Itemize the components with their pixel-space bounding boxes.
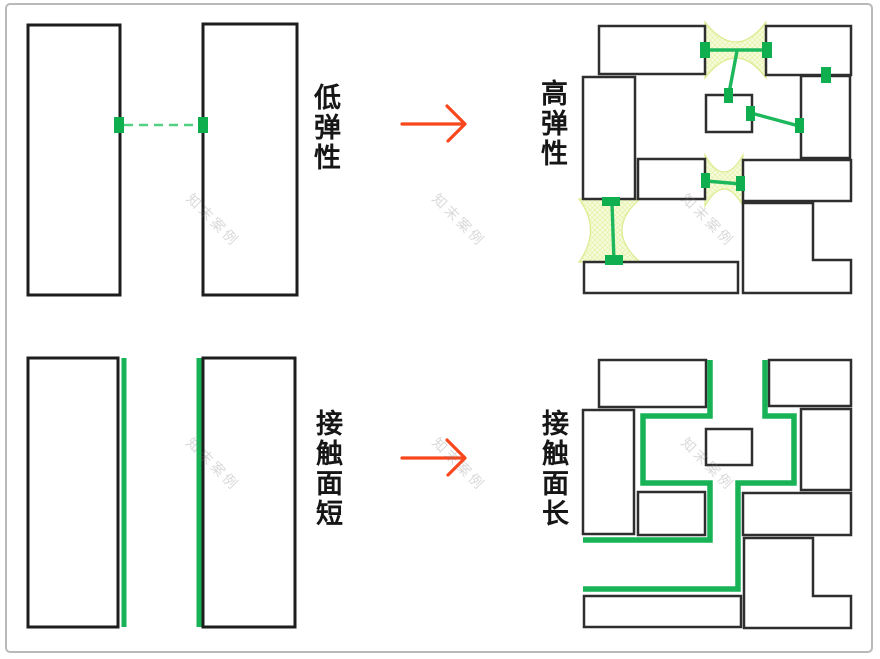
contact-surface-path <box>583 360 713 543</box>
connector-node <box>821 67 831 83</box>
connector-node <box>762 42 772 58</box>
block-rect <box>582 260 740 295</box>
connector-node <box>700 42 710 58</box>
arrow-right-icon <box>400 104 467 143</box>
block-rect <box>767 358 853 408</box>
block-rect <box>741 158 853 203</box>
label-high-elasticity: 高弹性 <box>537 79 568 169</box>
panel-low-elasticity <box>26 22 299 297</box>
outer-frame <box>5 3 873 653</box>
block-rect <box>26 356 120 629</box>
block-l-shape <box>741 201 853 295</box>
connector-line <box>750 111 800 128</box>
connector-node <box>114 117 124 133</box>
panel-long-contact <box>581 358 853 630</box>
block-rect <box>597 358 708 409</box>
block-rect <box>582 594 743 629</box>
block-rect <box>799 74 852 160</box>
connector-node <box>746 106 755 121</box>
block-rect <box>704 427 754 467</box>
connector-node <box>602 197 620 206</box>
block-rect <box>201 22 299 297</box>
block-rect <box>799 407 853 492</box>
connector-node <box>736 176 745 191</box>
arrow-right-icon <box>400 438 467 477</box>
connector-node <box>605 255 623 265</box>
block-rect <box>26 23 122 297</box>
block-rect <box>597 24 707 76</box>
connector-node <box>701 173 710 188</box>
block-rect <box>581 408 636 536</box>
connector-line <box>727 50 739 94</box>
contact-surface-path <box>583 360 797 592</box>
label-long-contact: 接触面长 <box>538 409 569 529</box>
block-rect <box>636 490 707 537</box>
panel-high-elasticity <box>577 20 853 295</box>
connector-line <box>610 202 616 262</box>
connector-node <box>198 117 208 133</box>
connector-node <box>795 118 804 133</box>
connector-line <box>705 179 742 186</box>
block-l-shape <box>742 536 853 630</box>
block-rect <box>636 157 707 201</box>
elastic-glow <box>577 198 642 263</box>
panel-short-contact <box>26 356 297 629</box>
label-low-elasticity: 低弹性 <box>310 83 341 173</box>
block-rect <box>764 24 853 77</box>
connector-node <box>724 88 733 103</box>
block-rect <box>201 356 297 629</box>
block-rect <box>741 491 853 537</box>
block-rect <box>581 75 637 201</box>
label-short-contact: 接触面短 <box>312 409 343 529</box>
